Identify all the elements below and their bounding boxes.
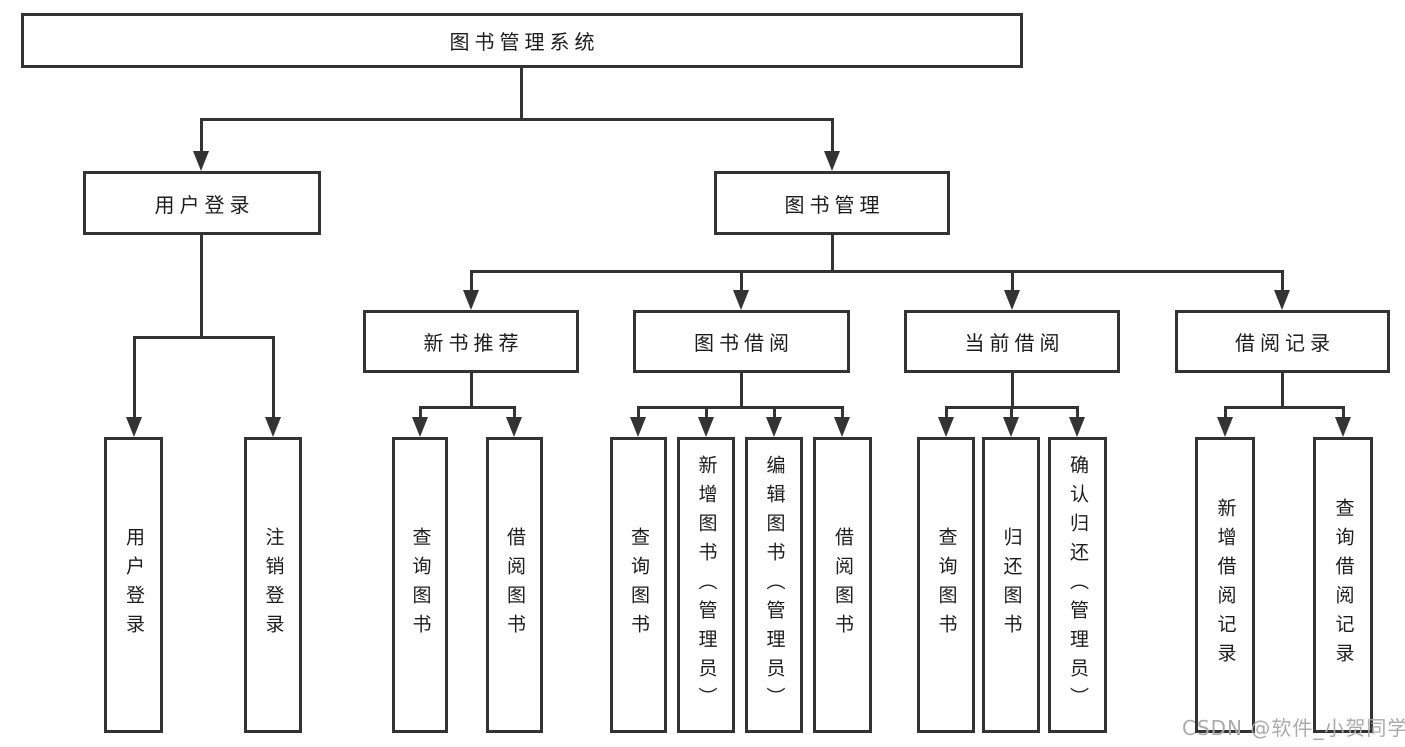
connector-stem	[740, 270, 743, 296]
connector-stem	[1281, 270, 1284, 296]
connector-stem	[1281, 373, 1284, 408]
connector-stem	[470, 373, 473, 408]
connector-stem	[200, 235, 203, 338]
connector-stem	[1010, 406, 1013, 424]
connector-stem	[831, 235, 834, 272]
connector-stem	[133, 336, 136, 425]
connector-stem	[1224, 406, 1227, 424]
connector-stem	[831, 118, 834, 157]
arrow-down-icon	[463, 290, 479, 310]
leaf-borrow-add-books-admin: 新增图书（管理员）	[677, 437, 735, 733]
connector-stem	[513, 406, 516, 424]
leaf-user-login: 用户登录	[104, 437, 163, 733]
arrow-down-icon	[834, 417, 850, 437]
connector-stem	[773, 406, 776, 424]
arrow-down-icon	[824, 151, 840, 171]
watermark: CSDN @软件_小贺同学	[1182, 716, 1405, 740]
connector-branch	[133, 336, 274, 339]
connector-root-stem	[520, 68, 523, 120]
arrow-down-icon	[938, 417, 954, 437]
node-book-management: 图书管理	[714, 171, 950, 235]
connector-stem	[945, 406, 948, 424]
leaf-borrow-borrow-books: 借阅图书	[813, 437, 872, 733]
arrow-down-icon	[698, 417, 714, 437]
connector-stem	[1342, 406, 1345, 424]
connector-stem	[1076, 406, 1079, 424]
connector-stem	[1011, 270, 1014, 296]
node-root: 图书管理系统	[21, 13, 1023, 68]
leaf-current-confirm-return-admin: 确认归还（管理员）	[1048, 437, 1107, 733]
node-book-borrow: 图书借阅	[633, 310, 850, 373]
leaf-recommend-borrow-books: 借阅图书	[486, 437, 543, 733]
arrow-down-icon	[1274, 290, 1290, 310]
node-borrow-records: 借阅记录	[1175, 310, 1390, 373]
connector-branch	[1224, 406, 1344, 409]
connector-stem	[740, 373, 743, 408]
arrow-down-icon	[1217, 417, 1233, 437]
arrow-down-icon	[1003, 417, 1019, 437]
leaf-current-query-books: 查询图书	[917, 437, 975, 733]
connector-stem	[419, 406, 422, 424]
leaf-logout: 注销登录	[244, 437, 302, 733]
leaf-recommend-query-books: 查询图书	[392, 437, 448, 733]
arrow-down-icon	[1004, 290, 1020, 310]
connector-branch	[637, 406, 844, 409]
arrow-down-icon	[193, 151, 209, 171]
connector-stem	[200, 118, 203, 157]
connector-stem	[1011, 373, 1014, 408]
connector-level3-branch	[470, 270, 1283, 273]
connector-stem	[637, 406, 640, 424]
leaf-records-add-record: 新增借阅记录	[1195, 437, 1255, 733]
arrow-down-icon	[126, 417, 142, 437]
node-current-borrow: 当前借阅	[904, 310, 1120, 373]
leaf-borrow-query-books: 查询图书	[610, 437, 667, 733]
connector-stem	[272, 336, 275, 425]
leaf-records-query-record: 查询借阅记录	[1313, 437, 1373, 733]
arrow-down-icon	[766, 417, 782, 437]
arrow-down-icon	[1335, 417, 1351, 437]
connector-stem	[841, 406, 844, 424]
node-new-book-recommend: 新书推荐	[363, 310, 579, 373]
arrow-down-icon	[1069, 417, 1085, 437]
arrow-down-icon	[630, 417, 646, 437]
leaf-borrow-edit-books-admin: 编辑图书（管理员）	[745, 437, 803, 733]
arrow-down-icon	[733, 290, 749, 310]
connector-stem	[705, 406, 708, 424]
arrow-down-icon	[265, 417, 281, 437]
leaf-current-return-books: 归还图书	[982, 437, 1040, 733]
node-user-login: 用户登录	[83, 171, 321, 235]
connector-stem	[470, 270, 473, 296]
arrow-down-icon	[506, 417, 522, 437]
arrow-down-icon	[412, 417, 428, 437]
connector-branch	[419, 406, 516, 409]
connector-level2-branch	[200, 118, 833, 121]
